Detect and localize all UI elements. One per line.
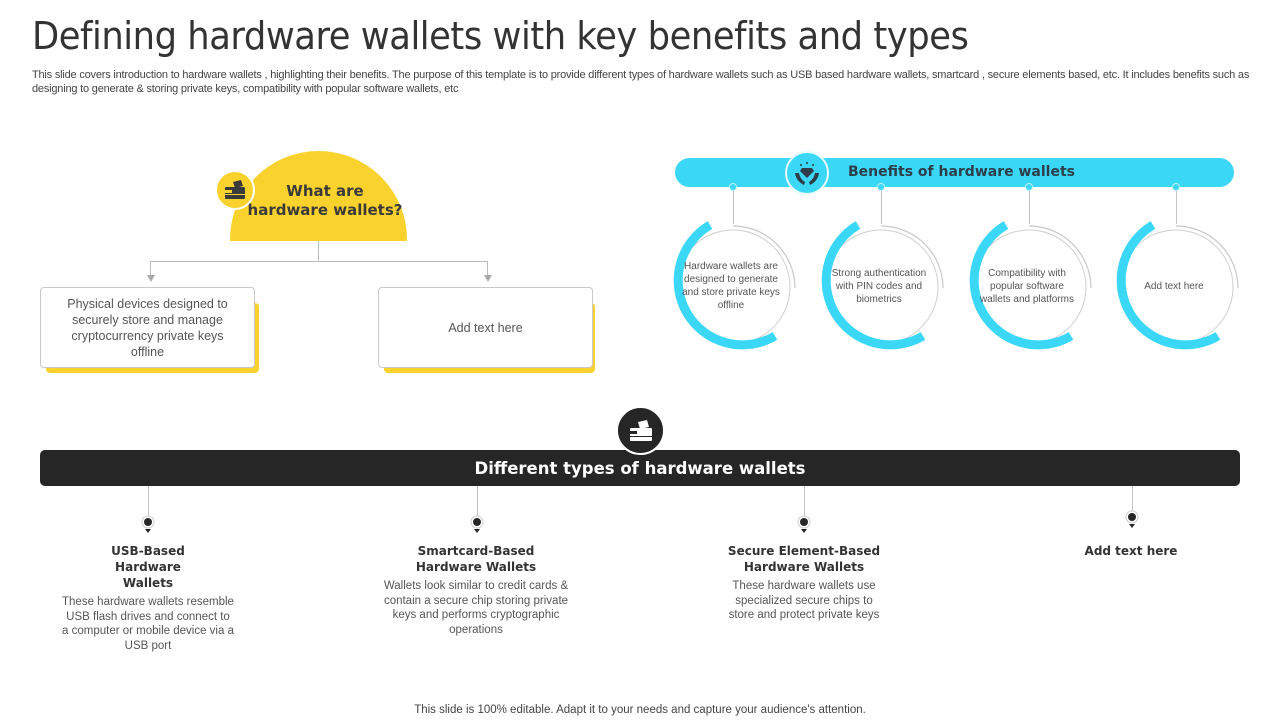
connector-line <box>881 191 882 224</box>
pin-icon <box>470 515 484 533</box>
connector-vertical <box>318 241 319 261</box>
benefit-ring-3: Compatibility with popular software wall… <box>959 218 1099 358</box>
benefit-ring-4: Add text here <box>1106 218 1246 358</box>
connector-line <box>804 486 805 516</box>
type-smartcard: Smartcard-Based Hardware Wallets Wallets… <box>376 543 576 637</box>
what-are-heading-line2: hardware wallets? <box>247 201 403 219</box>
type-smartcard-desc: Wallets look similar to credit cards & c… <box>383 580 569 636</box>
page-title: Defining hardware wallets with key benef… <box>32 14 969 58</box>
arrow-down-icon <box>147 275 155 282</box>
diamond-hands-icon <box>785 151 829 195</box>
wallet-card-icon <box>616 406 665 455</box>
what-are-card-1-text: Physical devices designed to securely st… <box>67 296 228 359</box>
connector-line <box>1132 486 1133 511</box>
pin-icon <box>797 515 811 533</box>
pin-icon <box>141 515 155 533</box>
type-secure-element-heading: Secure Element-Based Hardware Wallets <box>727 544 881 574</box>
connector-line <box>1176 191 1177 224</box>
connector-dot <box>877 183 885 191</box>
footer-note: This slide is 100% editable. Adapt it to… <box>414 704 866 716</box>
connector-line <box>733 191 734 224</box>
benefit-2-text: Strong authentication with PIN codes and… <box>831 267 927 305</box>
wallet-icon <box>215 170 255 210</box>
type-usb-desc: These hardware wallets resemble USB flas… <box>62 596 234 652</box>
arrow-down-icon <box>484 275 492 282</box>
type-add-text-heading: Add text here <box>1084 544 1178 558</box>
benefit-ring-2: Strong authentication with PIN codes and… <box>811 218 951 358</box>
connector-dot <box>729 183 737 191</box>
benefit-1-text: Hardware wallets are designed to generat… <box>682 261 780 311</box>
what-are-heading: What are hardware wallets? <box>240 182 410 220</box>
benefit-4-text: Add text here <box>1144 280 1204 292</box>
what-are-card-2: Add text here <box>378 287 593 368</box>
benefits-banner <box>675 158 1234 187</box>
connector-line <box>148 486 149 516</box>
type-secure-element-desc: These hardware wallets use specialized s… <box>728 580 880 621</box>
pin-icon <box>1125 510 1139 528</box>
what-are-heading-line1: What are <box>286 182 364 200</box>
connector-line <box>1029 191 1030 224</box>
benefit-ring-1: Hardware wallets are designed to generat… <box>663 218 803 358</box>
connector-dot <box>1025 183 1033 191</box>
what-are-card-2-text: Add text here <box>448 320 523 335</box>
what-are-card-1: Physical devices designed to securely st… <box>40 287 255 368</box>
type-usb: USB-Based Hardware Wallets These hardwar… <box>48 543 248 653</box>
connector-horizontal <box>150 261 488 262</box>
benefits-title: Benefits of hardware wallets <box>848 164 1075 180</box>
benefit-3-text: Compatibility with popular software wall… <box>980 267 1074 305</box>
connector-right <box>487 261 488 275</box>
connector-dot <box>1172 183 1180 191</box>
connector-left <box>150 261 151 275</box>
types-title: Different types of hardware wallets <box>474 458 806 478</box>
type-usb-heading: USB-Based Hardware Wallets <box>111 544 185 590</box>
page-subtitle: This slide covers introduction to hardwa… <box>32 69 1250 95</box>
connector-line <box>477 486 478 516</box>
type-smartcard-heading: Smartcard-Based Hardware Wallets <box>415 544 537 574</box>
type-secure-element: Secure Element-Based Hardware Wallets Th… <box>704 543 904 623</box>
type-add-text: Add text here <box>1031 543 1231 559</box>
types-banner: Different types of hardware wallets <box>40 450 1240 486</box>
